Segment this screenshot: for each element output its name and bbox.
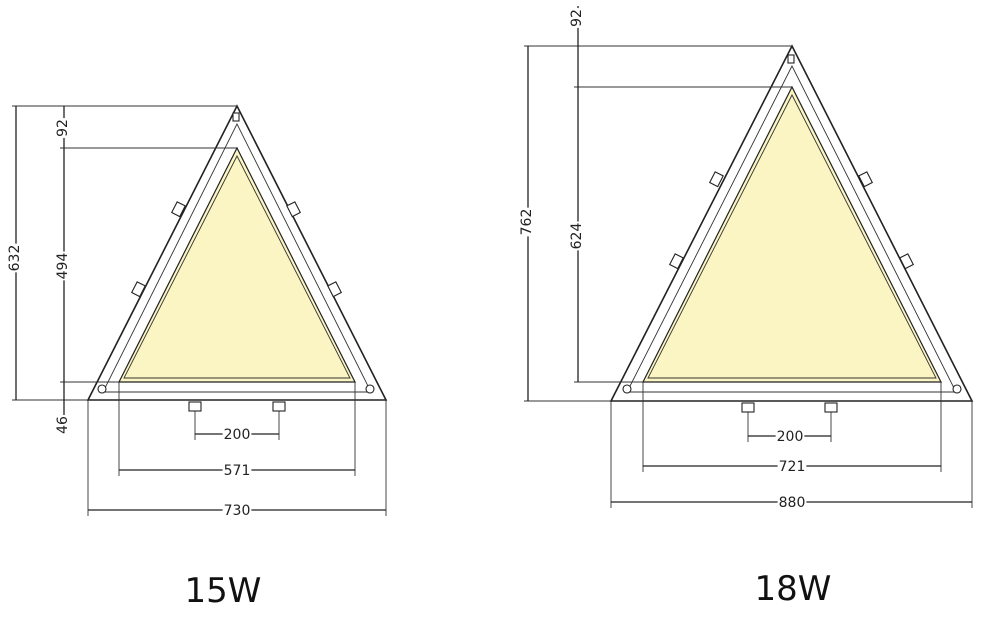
dim-top-offset-15w: 92 xyxy=(55,119,71,137)
dim-panel-width-15w: 571 xyxy=(224,463,251,479)
bottom-bracket-15w-right xyxy=(272,401,286,412)
side-bracket-15w-1 xyxy=(170,201,186,218)
dim-panel-height-18w: 624 xyxy=(569,223,585,250)
caption-15w: 15W xyxy=(185,571,262,611)
side-bracket-18w-1 xyxy=(708,171,724,188)
dim-panel-width-18w: 721 xyxy=(779,459,806,475)
light-panel-18w xyxy=(642,85,942,383)
outer-frame-18w xyxy=(609,44,974,402)
model-18w-drawing: 762 92 624 200 721 880 18W xyxy=(519,6,974,609)
dim-total-width-15w: 730 xyxy=(224,503,251,519)
panel-inner-edge-18w xyxy=(647,94,937,379)
side-bracket-18w-4 xyxy=(899,253,915,270)
light-panel-15w xyxy=(118,146,356,383)
dim-bottom-offset-15w: 46 xyxy=(55,416,71,434)
caption-18w: 18W xyxy=(755,569,832,609)
dim-top-offset-18w: 92 xyxy=(569,9,585,27)
model-15w-drawing: 632 92 494 46 200 571 730 15W xyxy=(7,104,388,611)
inner-frame-15w xyxy=(102,122,372,393)
side-bracket-15w-4 xyxy=(327,281,343,298)
dim-bracket-spacing-15w: 200 xyxy=(224,427,251,443)
bottom-bracket-18w-right xyxy=(824,402,838,413)
dim-bracket-spacing-18w: 200 xyxy=(777,429,804,445)
dim-total-height-18w: 762 xyxy=(519,209,535,236)
panel-inner-edge-15w xyxy=(123,155,351,379)
side-bracket-15w-2 xyxy=(130,281,146,298)
corner-hole-right-15w xyxy=(365,384,375,394)
dim-total-height-15w: 632 xyxy=(7,245,23,272)
top-screw-18w xyxy=(787,54,795,64)
dim-panel-height-15w: 494 xyxy=(55,253,71,280)
top-screw-15w xyxy=(232,112,240,122)
side-bracket-18w-3 xyxy=(858,171,874,188)
dim-total-width-18w: 880 xyxy=(779,495,806,511)
bottom-bracket-15w-left xyxy=(188,401,202,412)
corner-hole-right-18w xyxy=(952,384,962,394)
corner-hole-left-15w xyxy=(97,384,107,394)
inner-frame-18w xyxy=(626,65,957,393)
bottom-bracket-18w-left xyxy=(741,402,755,413)
corner-hole-left-18w xyxy=(622,384,632,394)
outer-frame-15w xyxy=(86,104,388,401)
side-bracket-15w-3 xyxy=(286,201,302,218)
side-bracket-18w-2 xyxy=(668,253,684,270)
